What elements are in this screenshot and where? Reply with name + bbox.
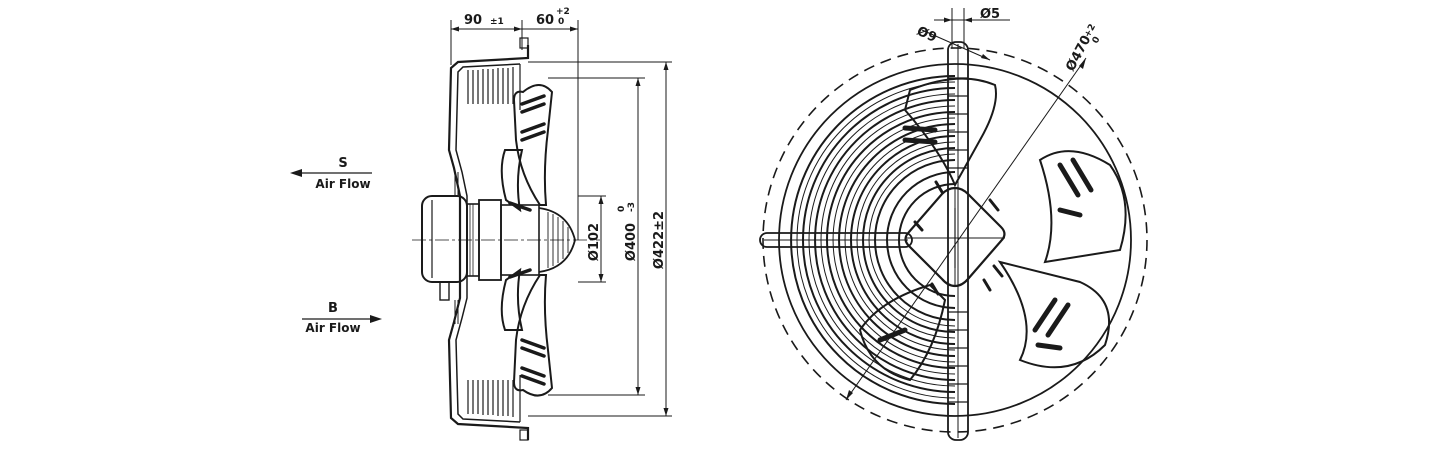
bolt-circle-tol-lower: 0 xyxy=(1091,35,1103,45)
hole-dia-small-label: Ø5 xyxy=(980,7,1000,22)
depth-hub-tol-lower: 0 xyxy=(558,17,564,27)
dia-blade-tol-upper: 0 xyxy=(617,206,627,212)
dia-blade-label: Ø400 xyxy=(624,223,639,261)
airflow-s-indicator: S Air Flow xyxy=(290,156,372,191)
hole-dia-label: Ø9 xyxy=(914,24,938,46)
dia-blade-tol-lower: -3 xyxy=(627,202,637,212)
depth-main-value: 90 xyxy=(464,13,482,28)
airflow-b-letter: B xyxy=(328,301,338,316)
depth-hub-tol-upper: +2 xyxy=(556,7,570,17)
dia-hub-label: Ø102 xyxy=(587,223,602,261)
airflow-b-indicator: B Air Flow xyxy=(302,301,382,335)
airflow-s-letter: S xyxy=(338,156,347,171)
depth-main-tolerance: ±1 xyxy=(490,17,504,27)
dia-frame-label: Ø422±2 xyxy=(652,211,667,269)
depth-hub-value: 60 xyxy=(536,13,554,28)
airflow-b-label: Air Flow xyxy=(305,321,360,335)
airflow-s-label: Air Flow xyxy=(315,177,370,191)
side-view: 90 ±1 60 +2 0 xyxy=(412,7,672,441)
front-view: Ø470 +2 0 Ø5 Ø9 xyxy=(759,7,1148,441)
